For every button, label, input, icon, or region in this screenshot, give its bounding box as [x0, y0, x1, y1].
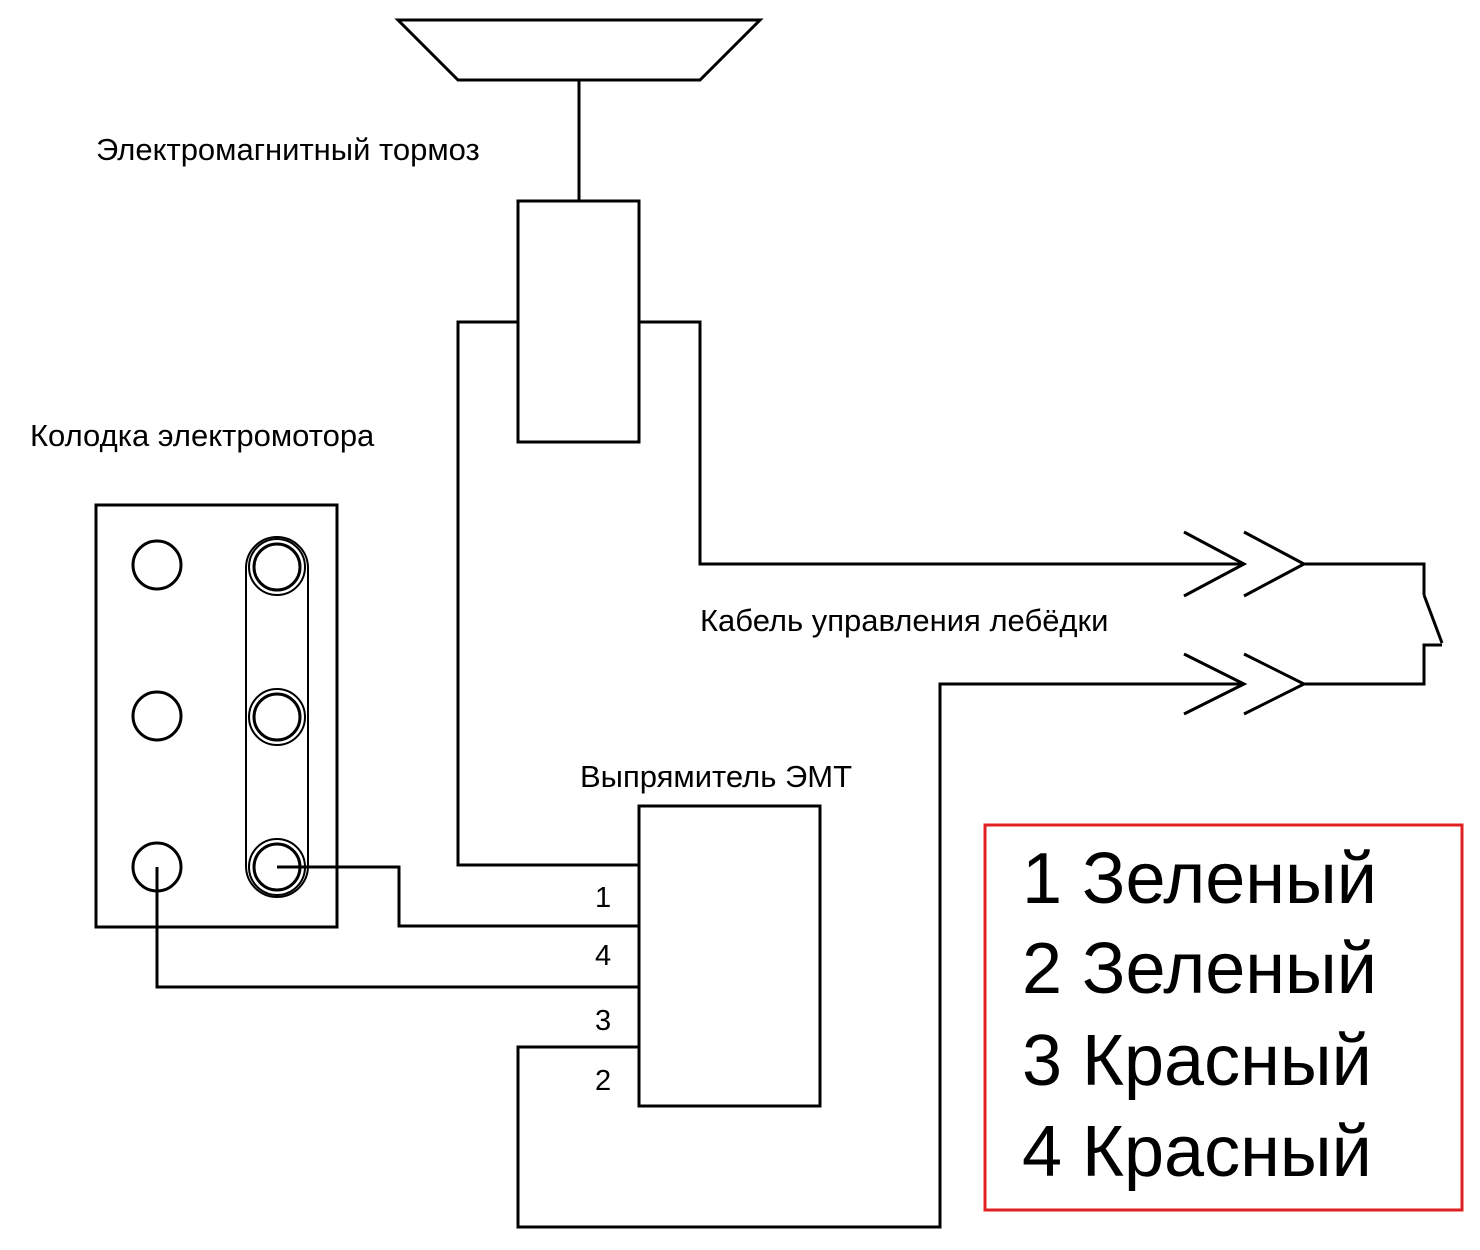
legend-box: [983, 823, 1464, 1212]
wire-brake-to-pin-1: [456, 320, 639, 867]
brake-disc: [394, 18, 764, 82]
rectifier-label: Выпрямитель ЭМТ: [580, 759, 852, 794]
terminal-right-middle: [252, 692, 302, 742]
switch-contact: [1422, 594, 1444, 644]
motor-terminal-block: [94, 503, 339, 929]
chevron-lower-1: [1183, 652, 1248, 716]
terminal-right-top-outer: [248, 538, 306, 596]
rectifier-body: [637, 804, 822, 1108]
chevron-lower-2: [1243, 652, 1308, 716]
wire-brake-to-cable: [639, 320, 1244, 566]
wires: [155, 320, 1244, 1229]
legend-item-3: 3 Красный: [1022, 1021, 1372, 1101]
control-switch: [1304, 562, 1444, 686]
terminal-left-middle: [131, 690, 183, 742]
terminal-left-top: [131, 539, 183, 591]
brake-label: Электромагнитный тормоз: [96, 132, 480, 167]
cable-label: Кабель управления лебёдки: [700, 603, 1108, 638]
terminal-right-top: [252, 542, 302, 592]
wire-pin-2-to-cable: [516, 682, 1244, 1229]
electromagnetic-brake: [394, 18, 764, 444]
motor-block-body: [94, 503, 339, 929]
pin-label-3: 3: [595, 1005, 611, 1037]
pin-label-2: 2: [595, 1065, 611, 1097]
terminal-right-middle-outer: [248, 688, 306, 746]
switch-wire-bottom: [1304, 643, 1442, 686]
pin-label-4: 4: [595, 940, 611, 972]
switch-wire-top: [1304, 562, 1426, 595]
wire-motor-to-pin-3: [155, 867, 639, 989]
legend-item-4: 4 Красный: [1022, 1112, 1372, 1192]
brake-body: [516, 199, 641, 444]
chevron-upper-2: [1243, 530, 1308, 598]
pin-label-1: 1: [595, 882, 611, 914]
motor-block-label: Колодка электромотора: [30, 418, 375, 453]
legend-item-2: 2 Зеленый: [1022, 929, 1377, 1009]
legend: 1 Зеленый 2 Зеленый 3 Красный 4 Красный: [983, 823, 1464, 1212]
legend-item-1: 1 Зеленый: [1022, 839, 1377, 919]
terminal-jumper: [245, 536, 309, 898]
chevron-upper-1: [1183, 530, 1248, 598]
wire-motor-to-pin-4: [277, 865, 639, 928]
